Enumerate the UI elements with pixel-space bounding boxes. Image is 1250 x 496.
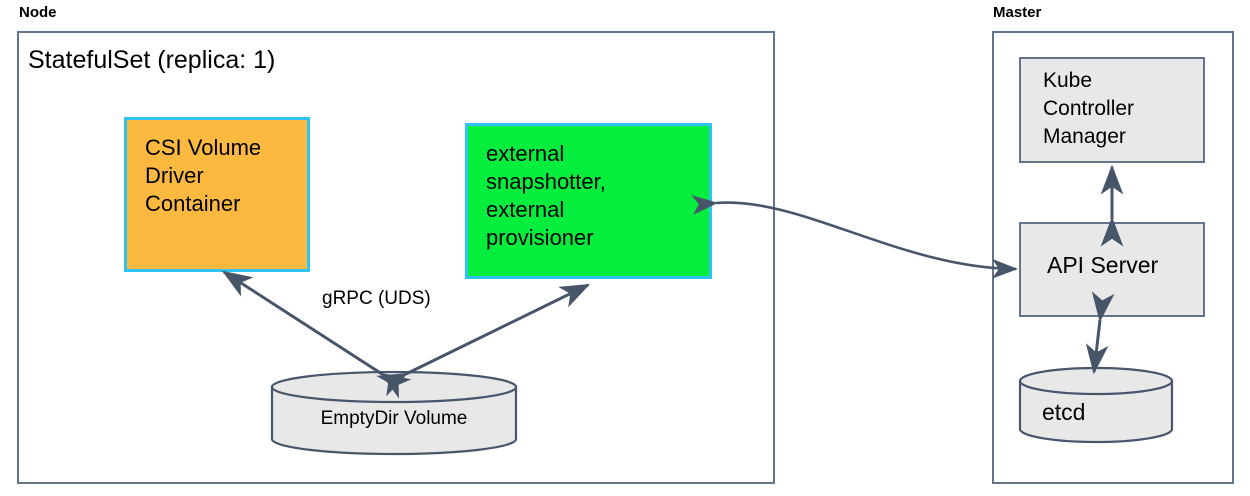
- etcd-cylinder[interactable]: etcd: [1018, 366, 1174, 446]
- master-zone-label: Master: [993, 4, 1042, 21]
- csi-volume-driver-container-label: CSI Volume Driver Container: [145, 135, 262, 217]
- csi-volume-driver-container-box[interactable]: CSI Volume Driver Container: [124, 117, 310, 272]
- kube-controller-manager-box[interactable]: Kube Controller Manager: [1019, 57, 1205, 163]
- grpc-uds-edge-label: gRPC (UDS): [322, 288, 431, 309]
- external-controllers-box[interactable]: external snapshotter, external provision…: [465, 123, 712, 279]
- external-controllers-label: external snapshotter, external provision…: [486, 141, 606, 251]
- api-server-label: API Server: [1047, 252, 1159, 278]
- api-server-box[interactable]: API Server: [1019, 222, 1205, 317]
- emptydir-volume-cylinder[interactable]: EmptyDir Volume: [270, 370, 518, 456]
- node-zone-label: Node: [19, 4, 57, 21]
- kube-controller-manager-label: Kube Controller Manager: [1043, 69, 1135, 148]
- etcd-shape: [1018, 366, 1174, 444]
- statefulset-title: StatefulSet (replica: 1): [28, 46, 276, 74]
- emptydir-volume-shape: [270, 370, 518, 456]
